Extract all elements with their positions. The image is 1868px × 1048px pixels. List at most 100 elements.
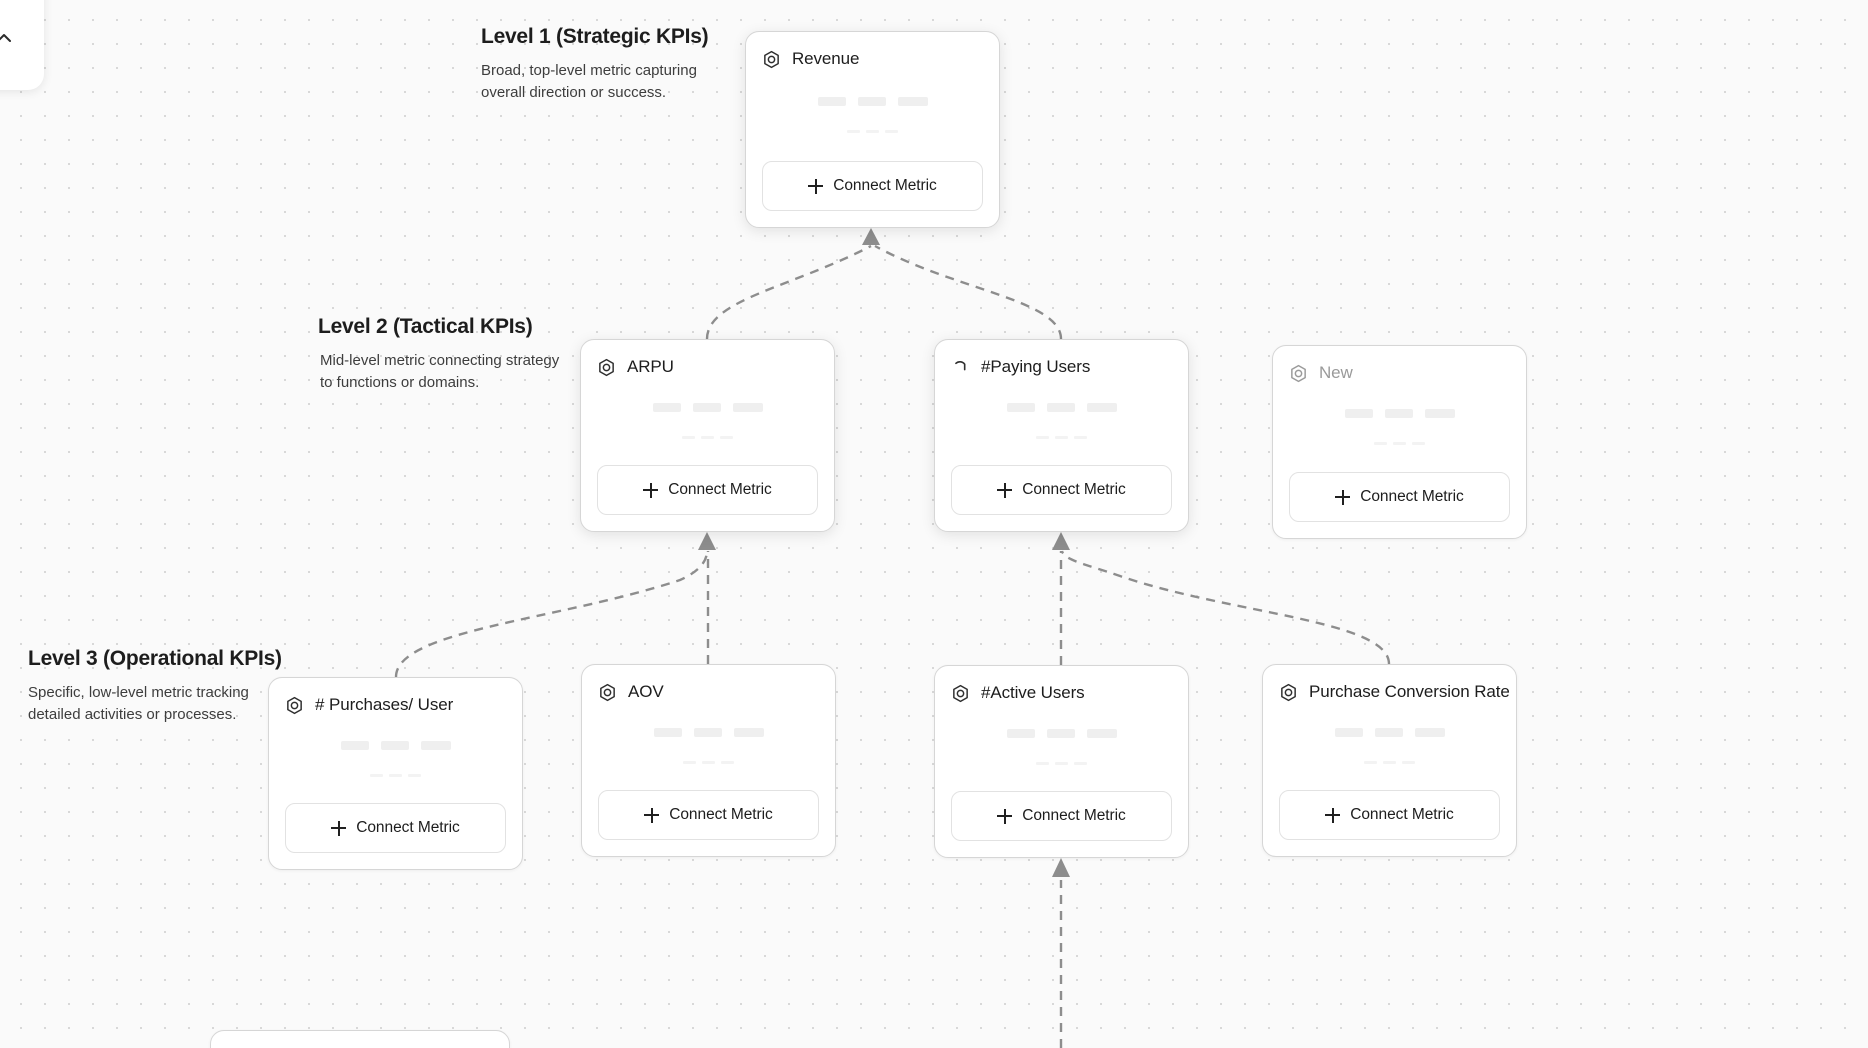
level-annotation-3: Level 3 (Operational KPIs) Specific, low… <box>28 646 282 725</box>
metric-card-offscreen-card-bottom-left[interactable] <box>210 1030 510 1048</box>
card-title: AOV <box>628 682 664 701</box>
connect-metric-button[interactable]: Connect Metric <box>1289 472 1510 522</box>
skeleton-row-secondary <box>1374 442 1425 445</box>
skeleton-row-primary <box>1344 409 1455 418</box>
skeleton-bar <box>857 96 886 106</box>
skeleton-bar <box>1046 402 1075 412</box>
skeleton-bar <box>1074 761 1087 765</box>
skeleton-row-secondary <box>683 760 734 764</box>
plus-icon <box>808 178 824 194</box>
connect-metric-label: Connect Metric <box>1022 807 1126 824</box>
connect-metric-button[interactable]: Connect Metric <box>597 465 818 515</box>
connect-metric-button[interactable]: Connect Metric <box>762 161 983 211</box>
card-skeleton-body <box>951 380 1172 465</box>
skeleton-bar <box>1006 402 1035 412</box>
card-header: # Purchases/ User <box>285 692 506 718</box>
skeleton-row-primary <box>653 727 764 737</box>
card-header: Revenue <box>762 46 983 72</box>
edge-paying-users-to-revenue <box>874 244 1063 340</box>
edge-conversion-to-paying-users <box>1060 550 1391 665</box>
connect-metric-button[interactable]: Connect Metric <box>598 790 819 840</box>
card-title: New <box>1319 363 1353 382</box>
connect-metric-label: Connect Metric <box>669 806 773 823</box>
skeleton-row-primary <box>817 96 928 106</box>
skeleton-bar <box>1364 760 1377 764</box>
left-edge-panel[interactable] <box>0 0 44 90</box>
card-title: Purchase Conversion Rate <box>1309 682 1510 701</box>
arrowhead-arpu <box>698 532 716 550</box>
skeleton-bar <box>1055 761 1068 765</box>
card-header: AOV <box>598 679 819 705</box>
metric-card-aov[interactable]: AOV Connect Metric <box>581 664 836 857</box>
skeleton-bar <box>1055 435 1068 439</box>
skeleton-bar <box>340 740 369 750</box>
hexagon-metric-icon <box>762 50 781 69</box>
skeleton-bar <box>701 435 714 439</box>
connect-metric-label: Connect Metric <box>1022 481 1126 498</box>
skeleton-row-secondary <box>1364 760 1415 764</box>
skeleton-bar <box>866 129 879 133</box>
loading-spinner-icon <box>951 358 970 377</box>
connect-metric-button[interactable]: Connect Metric <box>1279 790 1500 840</box>
skeleton-bar <box>1086 402 1117 412</box>
plus-icon <box>331 820 347 836</box>
level-description: Specific, low-level metric tracking deta… <box>28 684 249 723</box>
level-annotation-2: Level 2 (Tactical KPIs) Mid-level metric… <box>318 314 565 393</box>
plus-icon <box>997 808 1013 824</box>
card-title: #Active Users <box>981 683 1085 702</box>
card-header: #Paying Users <box>951 354 1172 380</box>
card-header: Purchase Conversion Rate <box>1279 679 1510 705</box>
skeleton-bar <box>389 773 402 777</box>
skeleton-bar <box>1006 728 1035 738</box>
skeleton-bar <box>720 435 733 439</box>
skeleton-bar <box>733 727 764 737</box>
card-header: New <box>1289 360 1510 386</box>
skeleton-bar <box>1374 727 1403 737</box>
skeleton-bar <box>1046 728 1075 738</box>
skeleton-bar <box>420 740 451 750</box>
card-title: #Paying Users <box>981 357 1091 376</box>
skeleton-bar <box>817 96 846 106</box>
connect-metric-button[interactable]: Connect Metric <box>951 465 1172 515</box>
arrowhead-paying-users <box>1052 532 1070 550</box>
skeleton-bar <box>653 727 682 737</box>
connect-metric-label: Connect Metric <box>356 819 460 836</box>
skeleton-bar <box>1384 409 1413 418</box>
skeleton-bar <box>682 435 695 439</box>
plus-icon <box>643 482 659 498</box>
plus-icon <box>644 807 660 823</box>
level-title: Level 2 (Tactical KPIs) <box>318 315 533 338</box>
skeleton-bar <box>1402 760 1415 764</box>
skeleton-bar <box>1074 435 1087 439</box>
connect-metric-button[interactable]: Connect Metric <box>951 791 1172 841</box>
connect-metric-label: Connect Metric <box>1350 806 1454 823</box>
skeleton-bar <box>1344 409 1373 418</box>
skeleton-bar <box>683 760 696 764</box>
skeleton-row-primary <box>652 402 763 412</box>
level-description: Mid-level metric connecting strategy to … <box>320 352 560 391</box>
skeleton-row-primary <box>340 740 451 750</box>
card-skeleton-body <box>598 705 819 790</box>
card-header: ARPU <box>597 354 818 380</box>
skeleton-bar <box>1383 760 1396 764</box>
edge-purchases-to-arpu <box>394 550 709 678</box>
arrowhead-revenue <box>862 228 880 245</box>
level-annotation-1: Level 1 (Strategic KPIs) Broad, top-leve… <box>481 24 726 103</box>
skeleton-bar <box>721 760 734 764</box>
level-description: Broad, top-level metric capturing overal… <box>481 62 697 101</box>
level-title: Level 3 (Operational KPIs) <box>28 647 282 670</box>
card-skeleton-body <box>951 706 1172 791</box>
level-title: Level 1 (Strategic KPIs) <box>481 25 709 48</box>
skeleton-bar <box>1424 409 1455 418</box>
skeleton-bar <box>652 402 681 412</box>
connect-metric-button[interactable]: Connect Metric <box>285 803 506 853</box>
metric-card-arpu[interactable]: ARPU Connect Metric <box>580 339 835 532</box>
skeleton-row-primary <box>1006 402 1117 412</box>
